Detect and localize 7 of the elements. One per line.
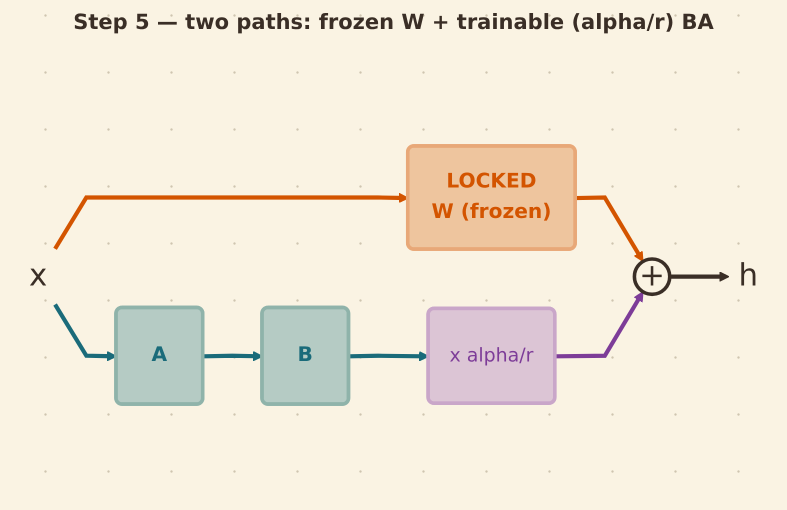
diagram-title: Step 5 — two paths: frozen W + trainable (alpha/r) BA bbox=[73, 10, 714, 34]
arrow bbox=[555, 291, 644, 358]
node-circle: + bbox=[632, 257, 672, 296]
arrow bbox=[576, 195, 644, 262]
arrow bbox=[670, 271, 730, 282]
node-text: h bbox=[738, 258, 758, 294]
node-text: x bbox=[28, 258, 48, 294]
